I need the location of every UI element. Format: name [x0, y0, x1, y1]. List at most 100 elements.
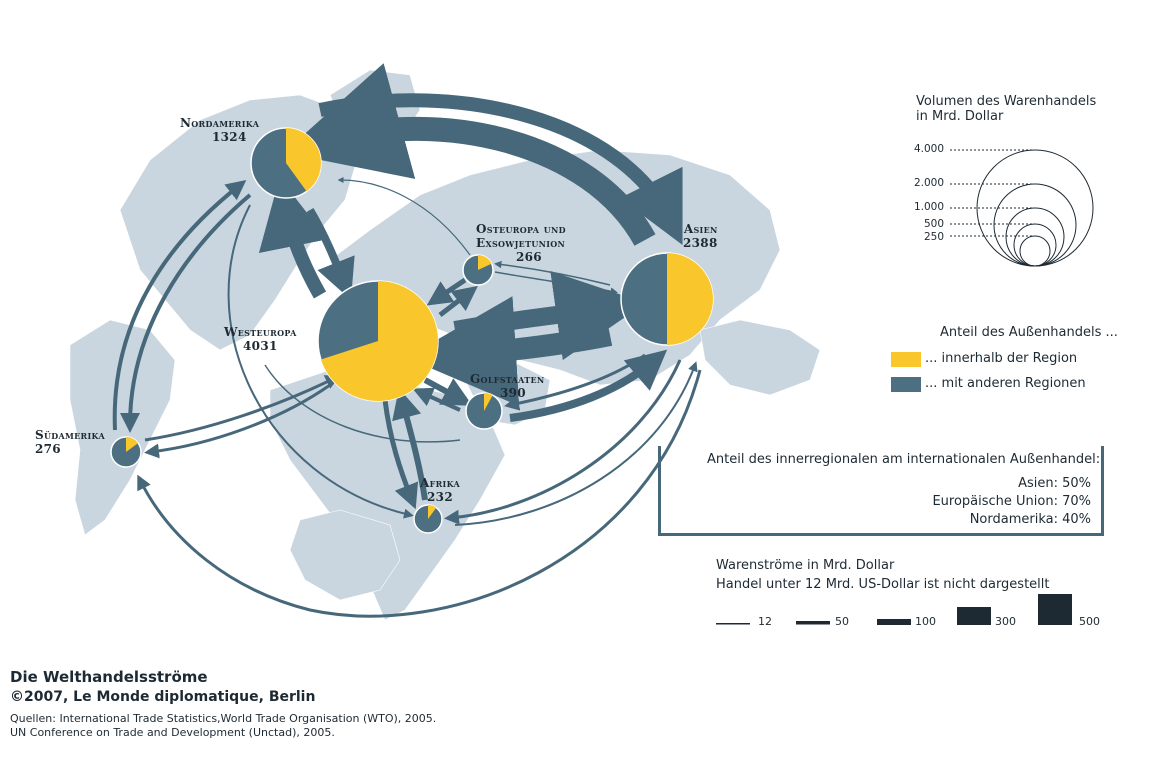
flow-tick-500: 500: [1079, 615, 1100, 628]
flow-golf-westeuropa: [412, 387, 461, 412]
flow-osteuropa-asien: [494, 271, 618, 295]
flow-bar-500: [1038, 594, 1072, 625]
region-value: 1324: [212, 130, 247, 144]
size-circle-500: [1013, 223, 1057, 267]
footer-source-2: UN Conference on Trade and Development (…: [10, 726, 335, 739]
flow-asien-westeuropa: [406, 296, 613, 406]
label-nordamerika: Nordamerika 1324: [180, 116, 259, 144]
land-australia: [289, 509, 401, 601]
flow-afrika-asien: [454, 361, 698, 526]
flow-bar-100: [877, 619, 911, 625]
flow-westeuropa-suedamerika: [144, 383, 331, 459]
region-name: Afrika: [420, 476, 461, 490]
flow-nordamerika-westeuropa: [306, 207, 355, 300]
size-circle-250: [1019, 235, 1051, 267]
swatch-outer: [891, 377, 921, 392]
size-tick-500: 500: [923, 218, 944, 230]
flow-westeuropa-golf: [423, 377, 473, 406]
region-pies: [110, 127, 714, 534]
trade-flows: [112, 63, 702, 618]
interregional-share-box: Anteil des innerregionalen am internatio…: [658, 446, 1104, 536]
flow-nordamerika-asien: [318, 93, 683, 246]
flow-bar-50: [796, 621, 830, 625]
label-westeuropa: Westeuropa 4031: [224, 325, 297, 353]
size-legend-title-line1: Volumen des Warenhandels: [916, 94, 1097, 109]
region-name: Golfstaaten: [470, 372, 545, 386]
flow-legend-title-line2: Handel unter 12 Mrd. US-Dollar ist nicht…: [716, 577, 1050, 592]
flow-suedamerika-nordamerika: [112, 180, 247, 431]
region-name: Südamerika: [35, 428, 105, 442]
flow-asien-osteuropa: [494, 260, 611, 286]
label-golfstaaten: Golfstaaten 390: [470, 372, 544, 400]
label-osteuropa: Osteuropa und Exsowjetunion 266: [476, 222, 566, 264]
footer-copyright: ©2007, Le Monde diplomatique, Berlin: [10, 689, 316, 705]
flow-tick-100: 100: [915, 615, 936, 628]
flow-westeuropa-osteuropa: [438, 285, 478, 317]
region-value: 2388: [683, 236, 718, 250]
flow-westeuropa-nordamerika: [258, 177, 328, 299]
size-circle-2000: [993, 183, 1077, 267]
interregional-row-nordamerika: Nordamerika: 40%: [969, 512, 1091, 527]
pie-asien-inner: [667, 253, 713, 345]
pie-nordamerika-inner: [286, 128, 321, 192]
region-name: Nordamerika: [180, 116, 260, 130]
size-tick-2000: 2.000: [913, 177, 944, 189]
footer-title: Die Welthandelsströme: [10, 668, 208, 686]
flow-tick-12: 12: [758, 615, 772, 628]
size-legend-title: Volumen des Warenhandels in Mrd. Dollar: [916, 94, 1096, 124]
share-legend-title: Anteil des Außenhandels ...: [940, 325, 1118, 340]
flow-legend-title-line1: Warenströme in Mrd. Dollar: [716, 558, 895, 573]
share-legend-inner: ... innerhalb der Region: [925, 351, 1078, 366]
interregional-row-asien: Asien: 50%: [1018, 476, 1091, 491]
flow-afrika-westeuropa: [392, 388, 428, 501]
flow-legend-bars: [716, 594, 1072, 625]
region-name-line2: Exsowjetunion: [476, 236, 566, 250]
pie-golfstaaten-inner: [484, 393, 493, 411]
flow-nordamerika-suedamerika: [120, 193, 252, 433]
flow-asien-nordamerika: [283, 63, 656, 247]
flow-westeuropa-afrika-long: [264, 364, 461, 443]
interregional-title: Anteil des innerregionalen am internatio…: [707, 452, 1101, 467]
land-southeast-asia: [699, 319, 821, 396]
pie-suedamerika-inner: [126, 437, 139, 452]
flow-osteuropa-nordamerika: [337, 177, 471, 256]
size-tick-1000: 1.000: [913, 201, 944, 213]
size-legend-title-line2: in Mrd. Dollar: [916, 109, 1004, 124]
size-circle-1000: [1005, 207, 1065, 267]
region-value: 390: [500, 386, 526, 400]
pie-westeuropa-inner: [320, 281, 438, 401]
flow-bar-300: [957, 607, 991, 625]
flow-asien-golf: [504, 353, 646, 411]
flow-osteuropa-westeuropa: [426, 277, 467, 306]
region-name-line1: Osteuropa und: [476, 222, 566, 236]
flow-tick-300: 300: [995, 615, 1016, 628]
swatch-inner: [891, 352, 921, 367]
flow-asien-afrika: [444, 359, 682, 525]
flow-westeuropa-afrika: [382, 399, 419, 510]
size-tick-250: 250: [923, 231, 944, 243]
label-asien: Asien 2388: [683, 222, 718, 250]
region-value: 4031: [243, 339, 278, 353]
flow-bar-12: [716, 623, 750, 625]
label-afrika: Afrika 232: [420, 476, 460, 504]
share-legend-outer: ... mit anderen Regionen: [925, 376, 1086, 391]
flow-nordamerika-afrika: [227, 204, 414, 519]
label-suedamerika: Südamerika 276: [35, 428, 105, 456]
flow-asien-suedamerika: [137, 369, 702, 618]
footer-source-1: Quellen: International Trade Statistics,…: [10, 712, 437, 725]
size-tick-4000: 4.000: [913, 143, 944, 155]
flow-legend-title: Warenströme in Mrd. Dollar Handel unter …: [716, 556, 1050, 594]
interregional-row-eu: Europäische Union: 70%: [932, 494, 1091, 509]
flow-suedamerika-westeuropa: [144, 375, 341, 442]
region-name: Asien: [683, 222, 718, 236]
region-value: 266: [516, 250, 542, 264]
pie-osteuropa-inner: [478, 255, 492, 270]
region-name: Westeuropa: [224, 325, 297, 339]
size-legend-circles: [950, 149, 1094, 267]
pie-afrika-inner: [428, 505, 437, 519]
region-value: 276: [35, 442, 61, 456]
region-value: 232: [427, 490, 453, 504]
flow-tick-50: 50: [835, 615, 849, 628]
flow-golf-asien: [509, 349, 668, 422]
